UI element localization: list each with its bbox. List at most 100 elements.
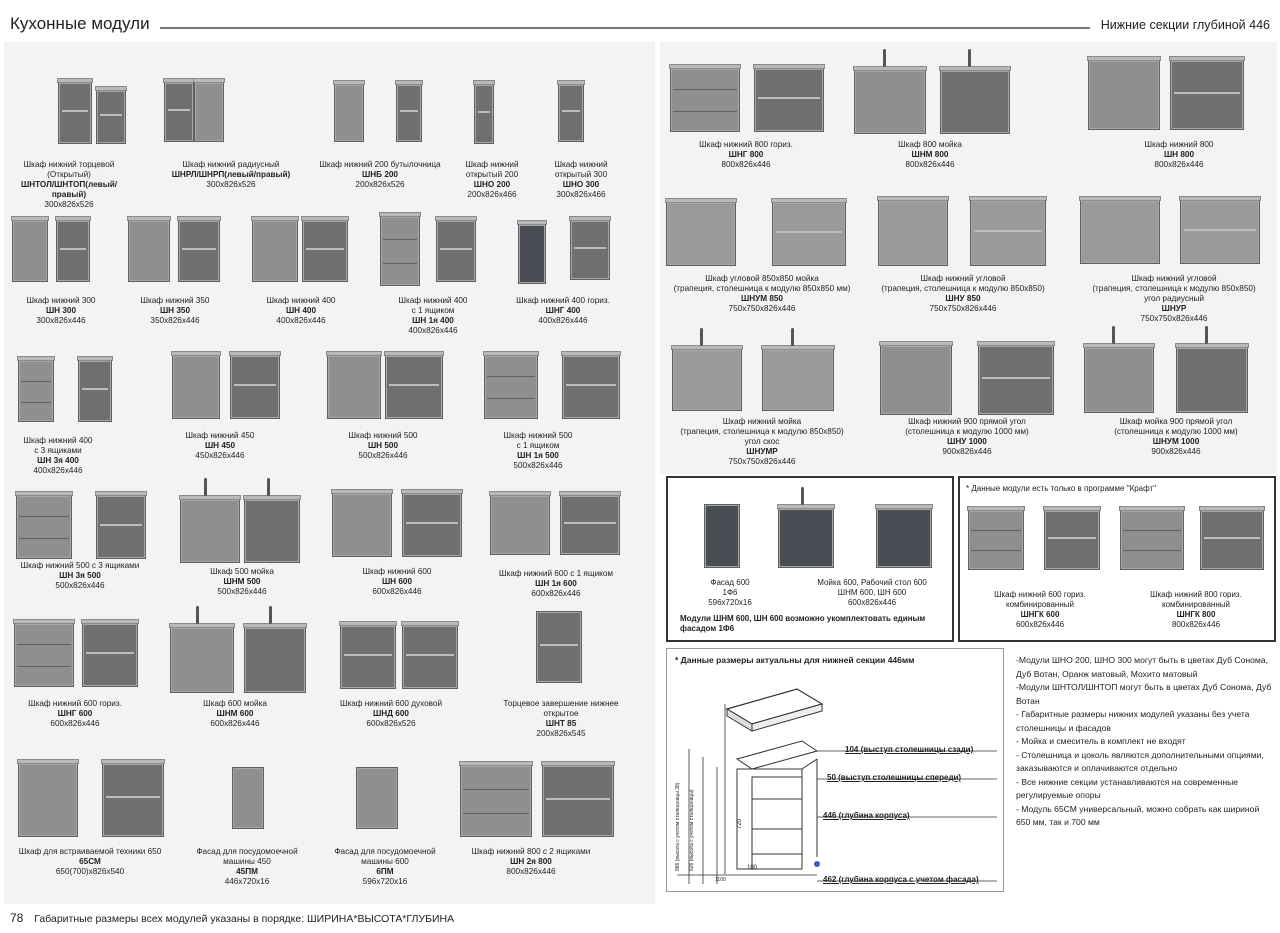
item-name: Шкаф нижний 600 гориз. (28, 699, 122, 708)
cabinet-image (243, 606, 307, 693)
item-size: 446x720x16 (224, 877, 270, 886)
item-code: ШН 300 (45, 306, 77, 315)
item-name: Фасад для посудомоечной (196, 847, 298, 856)
section-title: Нижние секции глубиной 446 (1100, 18, 1270, 32)
item-size: 900x826x446 (942, 447, 992, 456)
item-name: Шкаф нижний торцевой (23, 160, 115, 169)
dimension-label: 446 (глубина корпуса) (823, 811, 910, 820)
item-name: Шкаф нижний угловой (1131, 274, 1217, 283)
item-code: ШН 350 (159, 306, 191, 315)
item-name: Шкаф нижний 600 (362, 567, 432, 576)
item-size: 350x826x446 (150, 316, 200, 325)
cabinet-image (435, 216, 477, 282)
cabinet-image (969, 196, 1047, 266)
item-code: ШН 2я 800 (510, 857, 552, 866)
item-size: 200x826x545 (536, 729, 586, 738)
item-name: Шкаф нижний 500 с 3 ящиками (20, 561, 140, 570)
item-size: 300x826x526 (206, 180, 256, 189)
item-name: Шкаф для встраиваемой техники 650 (18, 847, 162, 856)
cabinet-image (251, 216, 299, 282)
cabinet-image (17, 759, 79, 837)
item-size: 500x826x446 (513, 461, 563, 470)
cabinet-image (853, 49, 927, 134)
item-name: угол радиусный (1144, 294, 1204, 303)
item-code: ШН 500 (367, 441, 399, 450)
item-name: (столешница к модулю 1000 мм) (1114, 427, 1238, 436)
item-name: (трапеция, столешница к модулю 850x850 м… (673, 284, 851, 293)
item-name: Шкаф нижний 800 с 2 ящиками (471, 847, 591, 856)
cabinet-image (384, 351, 444, 419)
cabinet-image (356, 767, 398, 829)
dimension-label: 104 (выступ столешницы сзади) (845, 745, 974, 754)
item-code: ШНГ 400 (545, 306, 581, 315)
cabinet-image (169, 606, 235, 693)
catalog-item: Шкаф угловой 850x850 мойка(трапеция, сто… (662, 190, 862, 320)
note-item: - Габаритные размеры нижних модулей указ… (1016, 709, 1250, 733)
cabinet-image (339, 621, 397, 689)
item-caption: Шкаф мойка 900 прямой угол(столешница к … (1078, 417, 1274, 457)
cabinet-image (483, 351, 539, 419)
item-code: ШНГ 600 (57, 709, 93, 718)
footer-text: Габаритные размеры всех модулей указаны … (34, 913, 455, 925)
item-size: 300x826x466 (556, 190, 606, 199)
cabinet-image (517, 220, 547, 284)
item-name: Шкаф нижний радиусный (182, 160, 280, 169)
cabinet-image (379, 212, 421, 286)
cabinet-image (55, 216, 91, 282)
cabinet-image (671, 328, 743, 411)
page-number: 78 (10, 911, 24, 925)
cabinet-image (557, 80, 585, 142)
cabinet-image (1079, 196, 1161, 264)
item-name: с 1 ящиком (516, 441, 560, 450)
item-name: машины 600 (361, 857, 409, 866)
item-name: Шкаф нижний 600 духовой (339, 699, 443, 708)
item-code: ШН 800 (1163, 150, 1195, 159)
item-name: (столешница к модулю 1000 мм) (905, 427, 1029, 436)
cabinet-image (15, 491, 73, 559)
cabinet-image (301, 216, 349, 282)
item-name: открытое (543, 709, 579, 718)
cabinet-image (1175, 326, 1249, 413)
item-name: Шкаф нижний 400 (266, 296, 336, 305)
item-name: Шкаф нижний 400 гориз. (516, 296, 610, 305)
item-code: ШНУ 850 (945, 294, 981, 303)
item-name: Шкаф мойка 900 прямой угол (1119, 417, 1233, 426)
dimension-diagram: * Данные размеры актуальны для нижней се… (666, 648, 1004, 892)
item-code: ШНУР (1161, 304, 1187, 313)
item-code: 45ПМ (236, 867, 258, 876)
item-name: Шкаф нижний угловой (920, 274, 1006, 283)
cabinet-image (1199, 506, 1265, 570)
item-code: ШНД 600 (373, 709, 409, 718)
item-code: ШНО 300 (562, 180, 600, 189)
item-name: Шкаф нижний 300 (26, 296, 96, 305)
item-name: Шкаф нижний 600 с 1 ящиком (498, 569, 614, 578)
cabinet-image (11, 216, 49, 282)
item-code: ШНУМ 1000 (1152, 437, 1200, 446)
item-code: ШН 1я 600 (535, 579, 577, 588)
catalog-item: Шкаф нижний мойка(трапеция, столешница к… (662, 328, 862, 466)
item-name: Шкаф нижний (465, 160, 519, 169)
item-size: 200x826x466 (467, 190, 517, 199)
item-name: машины 450 (223, 857, 271, 866)
dimension-axis-label: 720 (737, 818, 744, 830)
